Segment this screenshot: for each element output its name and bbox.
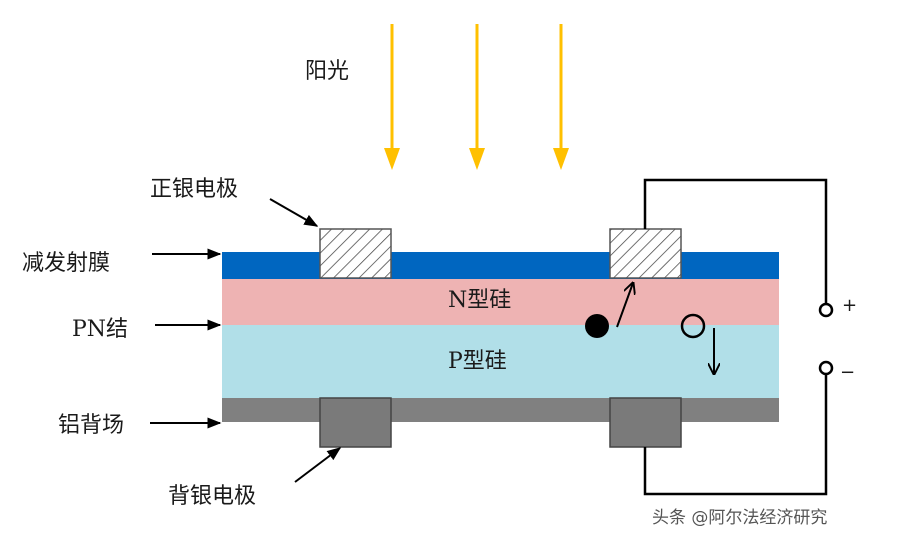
electron: [585, 314, 609, 338]
aluminum-back-field-layer: [222, 398, 779, 422]
front-electrode-pointer: [269, 198, 319, 227]
pn-junction-label: PN结: [72, 317, 128, 342]
n-silicon-label: N型硅: [448, 288, 511, 313]
negative-sign: −: [840, 362, 855, 383]
negative-circuit-wire: [643, 374, 828, 496]
back-electrode-pointer: [294, 447, 342, 483]
aluminum-back-field-label: 铝背场: [58, 413, 124, 438]
front-silver-electrode: [609, 228, 682, 279]
watermark: 头条 @阿尔法经济研究: [652, 508, 827, 528]
p-silicon-label: P型硅: [448, 349, 507, 374]
positive-circuit-wire: [643, 178, 828, 304]
positive-terminal: [818, 302, 834, 318]
antireflection-layer: [222, 252, 779, 279]
p-silicon-layer: [222, 325, 779, 398]
hole: [680, 313, 706, 339]
sunlight-label: 阳光: [305, 59, 349, 84]
sunlight-arrows: [384, 24, 569, 170]
front-silver-electrode: [319, 228, 392, 279]
sunlight-arrow: [384, 24, 400, 170]
electron-motion-arrow: [616, 283, 633, 328]
back-silver-electrode: [319, 397, 392, 448]
front-electrode-label: 正银电极: [150, 177, 238, 202]
negative-terminal: [818, 360, 834, 376]
sunlight-arrow: [553, 24, 569, 170]
positive-sign: +: [842, 295, 857, 316]
sunlight-arrow: [469, 24, 485, 170]
antireflection-label: 减发射膜: [22, 251, 110, 276]
back-electrode-label: 背银电极: [168, 484, 256, 509]
back-silver-electrode: [609, 397, 682, 448]
